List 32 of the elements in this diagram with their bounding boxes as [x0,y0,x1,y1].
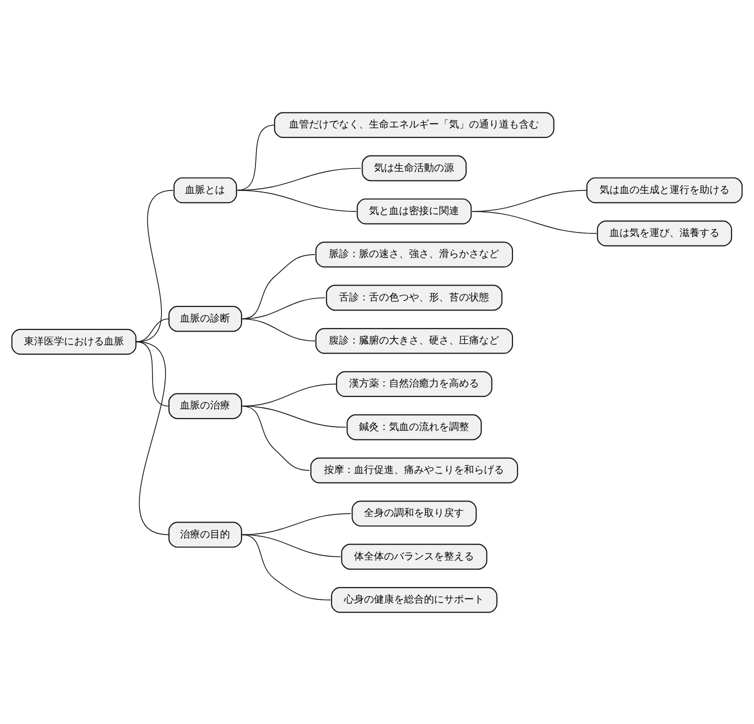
connector [135,189,174,342]
node-box: 脈診：脈の速さ、強さ、滑らかさなど [315,241,514,268]
node-box: 舌診：舌の色つや、形、苔の状態 [326,284,502,310]
connector [241,383,337,406]
node-box: 鍼灸：気血の流れを調整 [346,414,482,440]
connector [241,534,332,600]
connector [135,340,170,535]
node-box: 漢方薬：自然治癒力を高める [336,370,492,397]
connector [236,189,357,212]
node-box: 気は血の生成と運行を助ける [586,176,743,203]
node-box: 血管だけでなく、生命エネルギー「気」の通り道も含む [274,112,554,138]
node-box: 血脈の診断 [168,305,242,332]
node-box: 血は気を運び、滋養する [596,220,732,246]
connector [135,318,170,342]
node-box: 東洋医学における血脈 [11,328,136,354]
connector [241,405,347,428]
connector [241,405,310,470]
node-box: 治療の目的 [168,521,242,548]
node-box: 血脈の治療 [168,392,242,419]
connector [241,254,316,319]
node-box: 腹診：臓腑の大きさ、硬さ、圧痛など [315,327,514,354]
node-box: 按摩：血行促進、痛みやこりを和らげる [310,456,518,483]
node-box: 血脈とは [173,176,238,203]
node-box: 体全体のバランスを整える [341,543,488,570]
node-box: 気は生命活動の源 [362,154,467,181]
node-box: 全身の調和を取り戻す [352,500,477,526]
connector [236,124,275,190]
node-box: 心身の健康を総合的にサポート [330,586,498,612]
connector [241,318,316,341]
node-box: 気と血は密接に関連 [356,198,472,224]
connector [472,210,597,234]
connector [241,512,352,535]
